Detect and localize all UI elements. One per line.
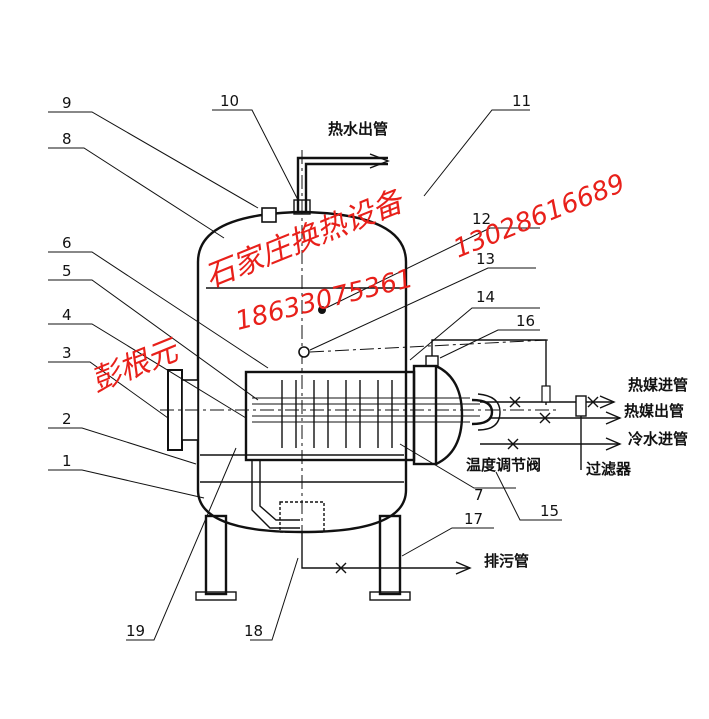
callout-15: 15 <box>540 502 559 520</box>
callout-16: 16 <box>516 312 535 330</box>
callout-12: 12 <box>472 210 491 228</box>
label-cold-water-inlet: 冷水进管 <box>628 430 688 448</box>
callout-17: 17 <box>464 510 483 528</box>
tube-bundle <box>160 364 560 466</box>
callout-5: 5 <box>62 262 72 280</box>
callout-2: 2 <box>62 410 72 428</box>
label-temp-control-valve: 温度调节阀 <box>466 456 541 474</box>
callout-8: 8 <box>62 130 72 148</box>
cold-water-inlet-line <box>480 437 622 451</box>
callout-1: 1 <box>62 452 72 470</box>
temperature-sensing-line <box>425 339 547 405</box>
callout-10: 10 <box>220 92 239 110</box>
callout-14: 14 <box>476 288 495 306</box>
label-heat-medium-outlet: 热媒出管 <box>624 402 684 420</box>
callout-9: 9 <box>62 94 72 112</box>
leader-lines <box>48 109 562 641</box>
callout-18: 18 <box>244 622 263 640</box>
label-heat-medium-inlet: 热媒进管 <box>628 376 688 394</box>
internal-drain <box>251 460 325 533</box>
inner-point-13 <box>298 346 310 358</box>
callout-13: 13 <box>476 250 495 268</box>
callout-11: 11 <box>512 92 531 110</box>
label-drain-pipe: 排污管 <box>484 552 529 570</box>
drain-pipe <box>301 532 472 575</box>
callout-numbers: 9 8 6 5 4 3 2 1 10 11 12 13 14 16 7 15 1… <box>62 92 559 640</box>
pipe-labels: 热水出管 热媒进管 热媒出管 冷水进管 温度调节阀 过滤器 排污管 <box>328 120 688 570</box>
top-nozzle <box>261 207 277 223</box>
support-legs <box>195 514 411 601</box>
watermark: 石家庄换热设备 18633075361 13028616689 彭根元 <box>86 169 629 400</box>
filter-box <box>575 395 587 417</box>
temp-control-valve <box>541 385 551 403</box>
heat-medium-outlet-line <box>490 411 622 425</box>
callout-6: 6 <box>62 234 72 252</box>
callout-4: 4 <box>62 306 72 324</box>
label-filter: 过滤器 <box>586 460 632 478</box>
label-hot-water-outlet: 热水出管 <box>328 120 388 138</box>
inner-point-12 <box>318 306 326 314</box>
hot-water-outlet-pipe <box>293 153 390 215</box>
callout-7: 7 <box>474 486 484 504</box>
callout-3: 3 <box>62 344 72 362</box>
callout-19: 19 <box>126 622 145 640</box>
